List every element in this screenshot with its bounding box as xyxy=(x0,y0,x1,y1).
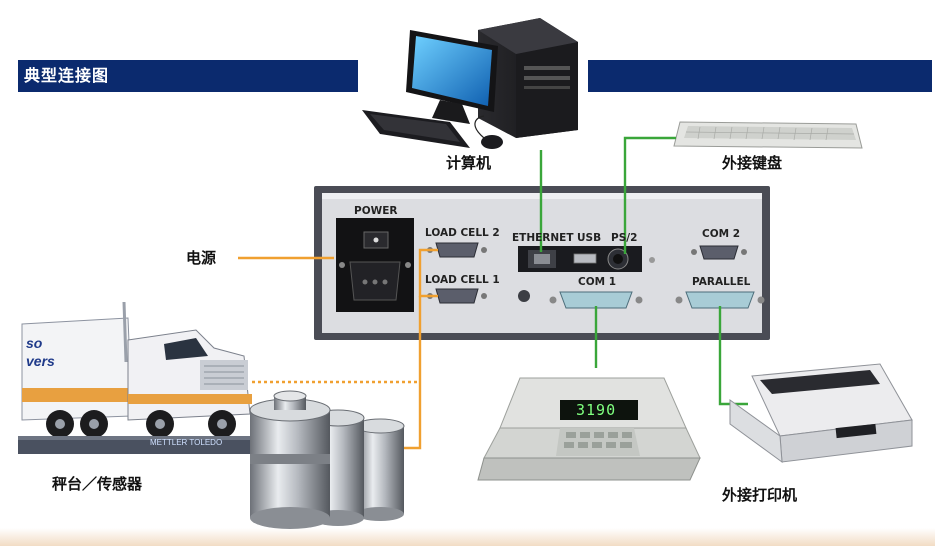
line-parallel-printer xyxy=(718,306,748,406)
load-cell-2-connector[interactable] xyxy=(427,242,487,258)
ethernet-port[interactable] xyxy=(528,250,556,268)
printer-image xyxy=(729,363,913,464)
bottom-strip xyxy=(0,528,935,546)
parallel-connector[interactable] xyxy=(675,291,765,309)
computer-icon xyxy=(362,18,578,149)
line-keyboard-ps2 xyxy=(623,136,676,254)
load-cell-sensor xyxy=(249,390,331,529)
power-port-label: POWER xyxy=(354,205,398,217)
line-loadcell-sensor xyxy=(400,296,422,450)
usb-port[interactable] xyxy=(573,253,597,264)
ps2-label: PS/2 xyxy=(611,232,638,244)
parallel-label: PARALLEL xyxy=(692,276,751,288)
load-cell-1-label: LOAD CELL 1 xyxy=(425,274,500,286)
scale-brand-text: METTLER TOLEDO xyxy=(150,438,223,447)
load-cell-1-connector[interactable] xyxy=(427,288,487,304)
panel-screw xyxy=(649,257,655,263)
header-banner-left xyxy=(18,60,358,92)
computer-label: 计算机 xyxy=(446,154,492,172)
com2-label: COM 2 xyxy=(702,228,741,240)
com2-connector[interactable] xyxy=(691,245,747,260)
ps2-port[interactable] xyxy=(607,248,629,270)
usb-label: USB xyxy=(577,232,602,244)
load-cell-2-label: LOAD CELL 2 xyxy=(425,227,500,239)
com1-connector[interactable] xyxy=(549,291,643,309)
truck-scale-image xyxy=(18,301,252,454)
load-cell-sensors xyxy=(249,390,405,529)
connection-lines xyxy=(238,136,748,450)
platform-sensor-label: 秤台／传感器 xyxy=(52,475,143,493)
terminal-display: 3190 xyxy=(576,401,617,419)
keyboard-label: 外接键盘 xyxy=(722,154,783,172)
page-title: 典型连接图 xyxy=(24,66,110,85)
panel-screw xyxy=(518,290,530,302)
ethernet-label: ETHERNET xyxy=(512,232,574,244)
printer-label: 外接打印机 xyxy=(722,486,798,504)
line-loadcells-bridge xyxy=(418,248,438,298)
weighing-terminal-image xyxy=(477,377,701,481)
power-source-label: 电源 xyxy=(186,249,217,267)
header-banner-right xyxy=(588,60,932,92)
trailer-text: so vers xyxy=(26,335,55,369)
power-socket[interactable] xyxy=(336,218,414,312)
com1-label: COM 1 xyxy=(578,276,617,288)
keyboard-icon xyxy=(673,121,863,149)
